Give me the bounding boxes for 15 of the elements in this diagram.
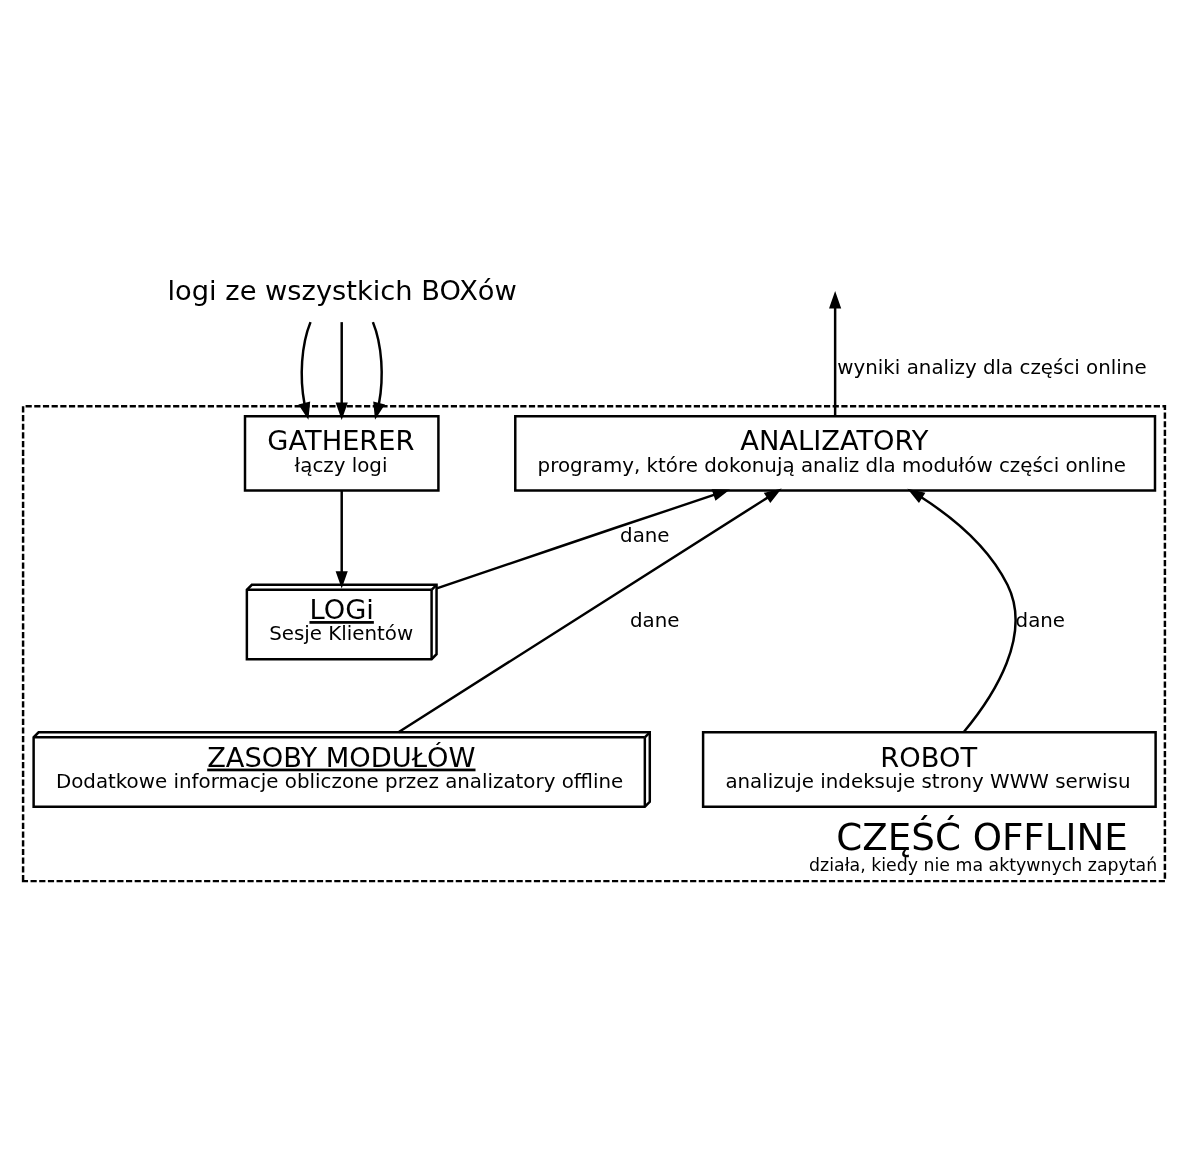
node-text: logi ze wszystkich BOXów: [167, 275, 517, 307]
node-box: GATHERER łączy logi: [243, 414, 440, 492]
node-box: ROBOT analizuje indeksuje strony WWW serwisu: [701, 731, 1157, 808]
edge-label: dane: [620, 524, 670, 548]
arrow: [829, 291, 842, 416]
arrow: [397, 488, 782, 734]
arrow: [436, 489, 731, 590]
arrow: [907, 488, 1017, 733]
node-box: ANALIZATORY programy, które dokonują analiz dla modułów części online: [514, 414, 1157, 492]
arrow: [335, 322, 348, 420]
edge-label: dane: [629, 608, 680, 632]
arrow: [335, 490, 348, 589]
arrow: [371, 321, 386, 420]
arrow: [298, 321, 312, 420]
edge-label: wyniki analizy dla części online: [837, 355, 1147, 379]
